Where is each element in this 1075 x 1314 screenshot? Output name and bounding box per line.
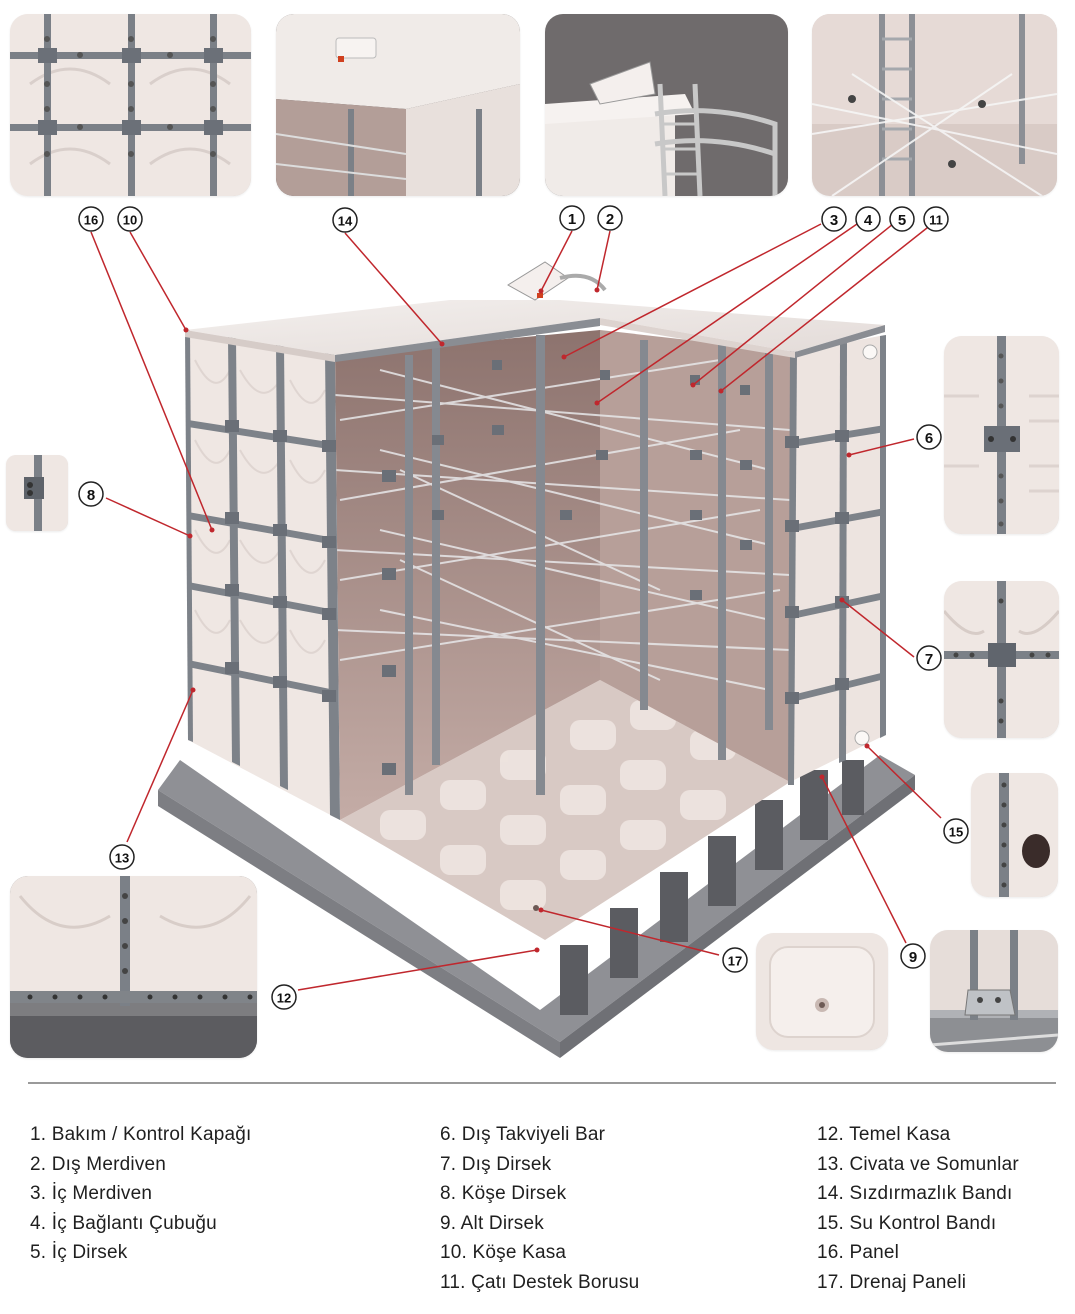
callout-4: 4 — [855, 206, 881, 232]
detail-thumb-hatch-ladder — [545, 14, 788, 196]
svg-text:7: 7 — [925, 651, 933, 668]
svg-text:14: 14 — [338, 214, 353, 229]
callout-2: 2 — [597, 205, 623, 231]
callout-5: 5 — [889, 206, 915, 232]
legend-item-11: 11. Çatı Destek Borusu — [440, 1271, 640, 1293]
svg-text:13: 13 — [115, 851, 129, 866]
callout-11: 11 — [923, 206, 949, 232]
svg-text:9: 9 — [909, 949, 917, 966]
legend-item-4: 4. İç Bağlantı Çubuğu — [30, 1212, 217, 1234]
outer-frame-left — [185, 330, 340, 820]
callout-15: 15 — [943, 818, 969, 844]
legend-item-2: 2. Dış Merdiven — [30, 1153, 167, 1175]
detail-thumb-bottom-bracket — [930, 930, 1058, 1052]
legend-divider — [28, 1082, 1056, 1084]
svg-text:3: 3 — [830, 212, 838, 229]
callout-16: 16 — [78, 206, 104, 232]
interior-back-wall — [335, 330, 600, 820]
callout-10: 10 — [117, 206, 143, 232]
legend-item-6: 6. Dış Takviyeli Bar — [440, 1124, 606, 1145]
legend-item-14: 14. Sızdırmazlık Bandı — [817, 1183, 1013, 1205]
svg-text:12: 12 — [277, 991, 291, 1006]
svg-text:5: 5 — [898, 212, 906, 229]
svg-text:17: 17 — [728, 954, 742, 969]
svg-text:1: 1 — [568, 211, 576, 228]
legend-item-3: 3. İç Merdiven — [30, 1183, 153, 1205]
base-beams — [560, 760, 864, 1015]
svg-text:6: 6 — [925, 430, 933, 447]
callout-7: 7 — [916, 645, 942, 671]
diagram-stage: 16 10 14 1 2 3 — [6, 14, 1059, 1058]
legend-item-17: 17. Drenaj Paneli — [817, 1271, 967, 1293]
legend-item-1: 1. Bakım / Kontrol Kapağı — [30, 1124, 252, 1145]
legend-column-3: 12. Temel Kasa 13. Civata ve Somunlar 14… — [817, 1120, 1019, 1298]
legend-item-7: 7. Dış Dirsek — [440, 1153, 552, 1175]
detail-thumb-drain-panel — [756, 933, 888, 1050]
svg-text:15: 15 — [949, 825, 963, 840]
legend-item-12: 12. Temel Kasa — [817, 1124, 951, 1145]
callout-6: 6 — [916, 424, 942, 450]
legend-item-15: 15. Su Kontrol Bandı — [817, 1212, 997, 1234]
callout-12: 12 — [271, 984, 297, 1010]
svg-text:10: 10 — [123, 213, 137, 228]
legend-item-5: 5. İç Dirsek — [30, 1242, 128, 1264]
tank-roof — [185, 300, 885, 355]
callout-1: 1 — [559, 205, 585, 231]
legend-item-10: 10. Köşe Kasa — [440, 1242, 567, 1264]
interior-right-wall — [600, 330, 795, 782]
legend-item-9: 9. Alt Dirsek — [440, 1212, 544, 1234]
inner-brackets — [382, 360, 752, 775]
detail-thumb-sealing-tape — [276, 14, 520, 196]
callout-9: 9 — [900, 943, 926, 969]
detail-thumb-water-control — [971, 773, 1058, 897]
detail-thumb-panel-bolts — [10, 14, 251, 196]
detail-thumb-base-frame — [10, 876, 257, 1058]
detail-thumb-outer-bracket — [944, 581, 1059, 738]
callout-17: 17 — [722, 947, 748, 973]
callout-13: 13 — [109, 844, 135, 870]
right-outer-wall — [790, 335, 885, 782]
callout-badges: 16 10 14 1 2 3 — [78, 205, 969, 1010]
svg-text:2: 2 — [606, 211, 614, 228]
support-pipes — [405, 335, 773, 795]
legend-column-1: 1. Bakım / Kontrol Kapağı 2. Dış Merdive… — [30, 1120, 252, 1268]
legend-item-16: 16. Panel — [817, 1242, 900, 1264]
svg-text:4: 4 — [864, 212, 873, 229]
svg-text:11: 11 — [929, 213, 943, 228]
legend-column-2: 6. Dış Takviyeli Bar 7. Dış Dirsek 8. Kö… — [440, 1120, 639, 1298]
svg-text:16: 16 — [84, 213, 98, 228]
detail-thumb-inner-ladder — [812, 14, 1057, 196]
callout-3: 3 — [821, 206, 847, 232]
callout-14: 14 — [332, 207, 358, 233]
left-outer-wall — [185, 330, 340, 820]
maintenance-hatch — [507, 261, 607, 301]
leader-lines — [90, 223, 942, 991]
legend-item-8: 8. Köşe Dirsek — [440, 1183, 567, 1205]
callout-8: 8 — [78, 481, 104, 507]
legend-item-13: 13. Civata ve Somunlar — [817, 1153, 1019, 1175]
detail-thumb-outer-bar — [944, 336, 1059, 534]
svg-text:8: 8 — [87, 487, 95, 504]
detail-thumb-corner-bracket — [6, 455, 68, 531]
tank-illustration — [158, 261, 915, 1058]
